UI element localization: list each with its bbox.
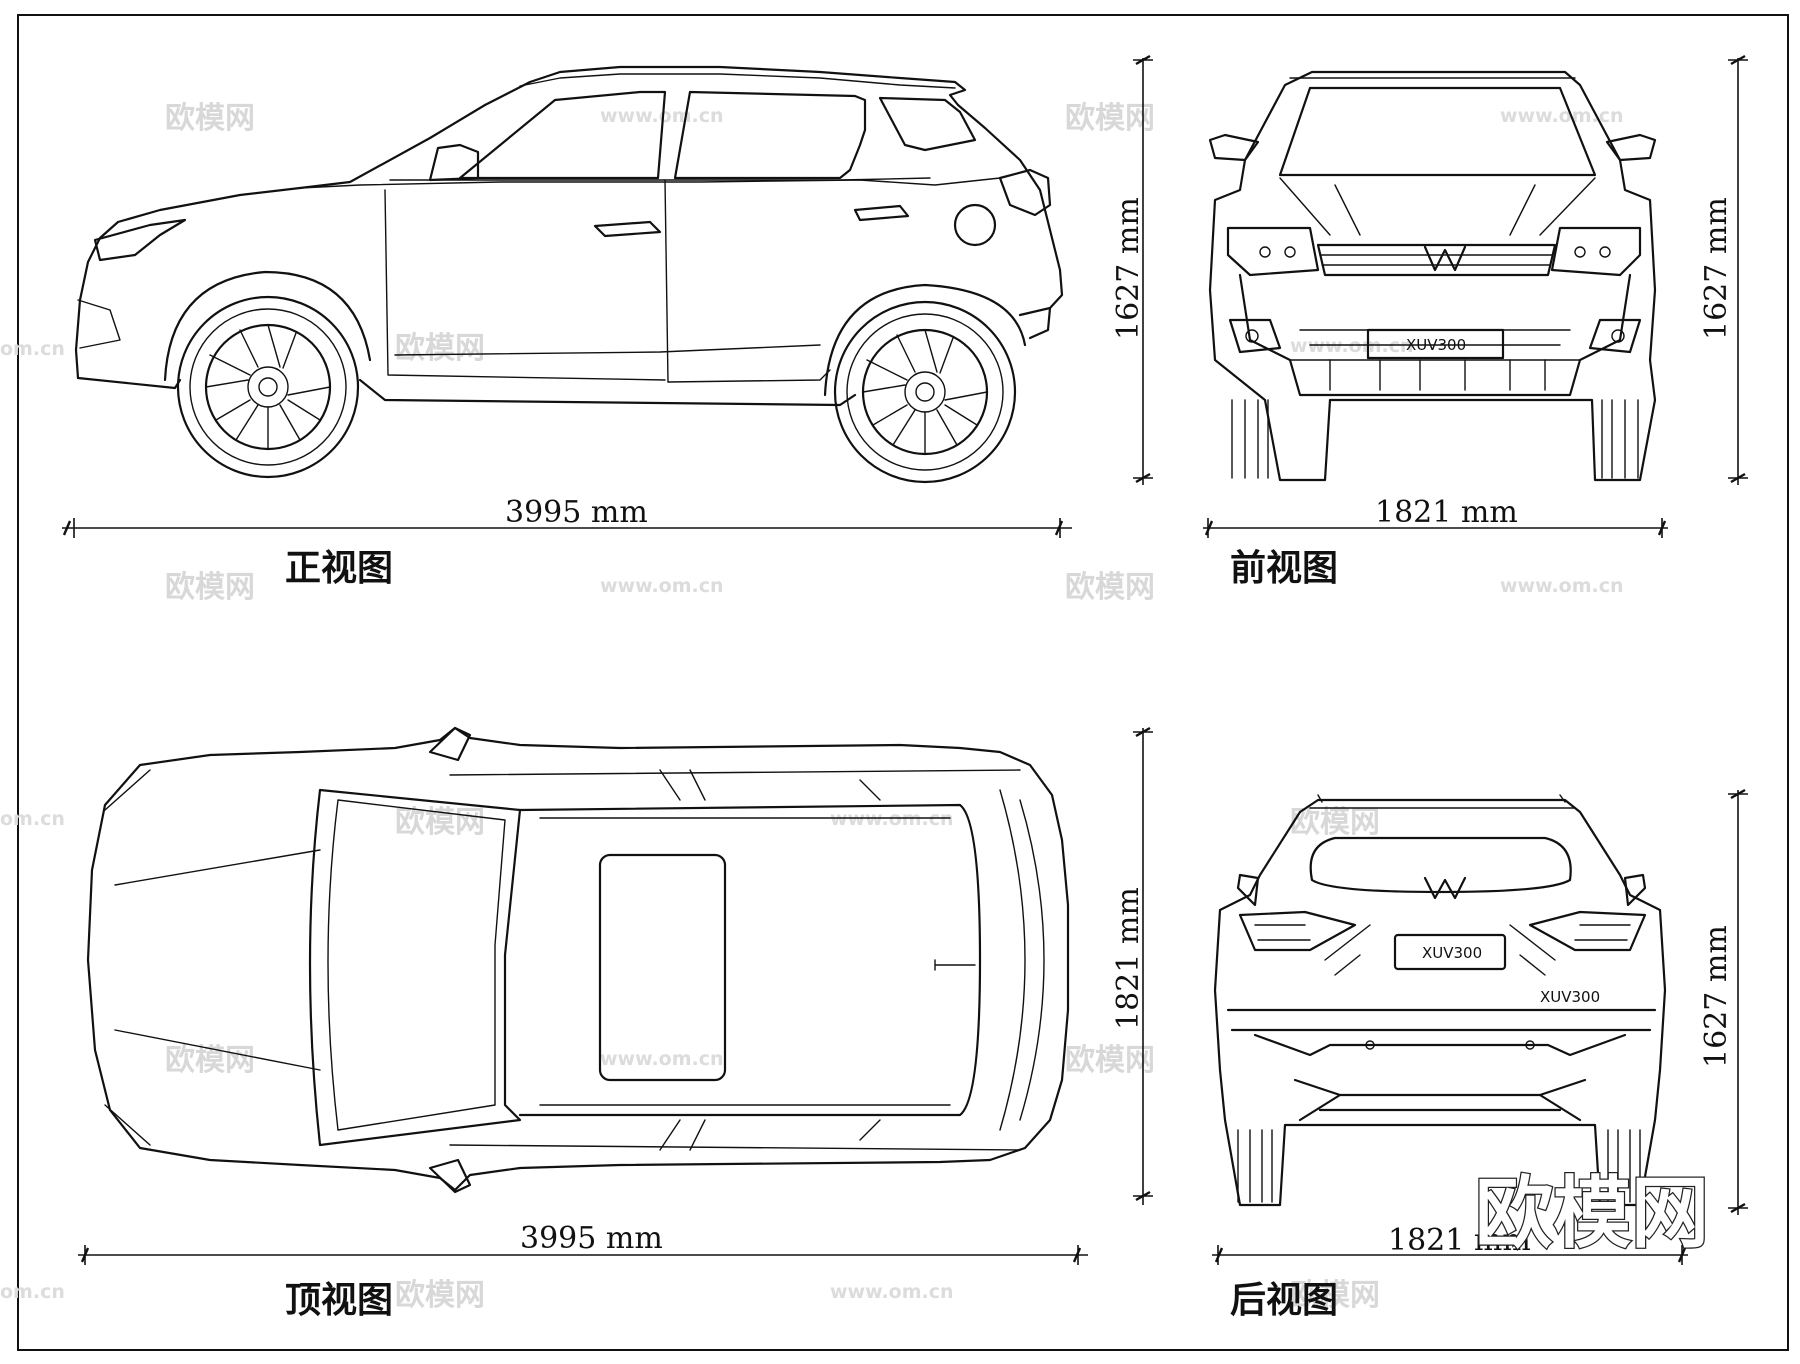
watermark-brand: 欧模网 — [1290, 805, 1380, 840]
front-height-dimension-left — [1133, 54, 1153, 485]
watermark-url: www.om.cn — [1500, 105, 1624, 127]
watermark-brand-large: 欧模网 — [1475, 1169, 1709, 1259]
watermark-layer: 欧模网 www.om.cn 欧模网 www.om.cn om.cn 欧模网 ww… — [0, 101, 1624, 1313]
top-length-dimension — [78, 1245, 1088, 1265]
watermark-brand: 欧模网 — [1290, 1278, 1380, 1313]
watermark-url: www.om.cn — [600, 105, 724, 127]
front-plate-text: XUV300 — [1406, 336, 1466, 354]
front-width-dimension — [1203, 518, 1668, 538]
rear-view-caption: 后视图 — [1230, 1280, 1338, 1321]
side-length-label: 3995 mm — [505, 495, 648, 530]
front-height-dimension-right — [1728, 54, 1748, 485]
watermark-brand: 欧模网 — [395, 805, 485, 840]
rear-view-drawing — [1213, 794, 1667, 1207]
top-length-label: 3995 mm — [520, 1221, 663, 1256]
side-view-caption: 正视图 — [285, 548, 393, 589]
watermark-url: www.om.cn — [830, 1281, 954, 1303]
watermark-url: www.om.cn — [830, 808, 954, 830]
drawing-frame — [17, 14, 1789, 1351]
watermark-brand: 欧模网 — [1065, 1043, 1155, 1078]
rear-plate-text: XUV300 — [1422, 944, 1482, 962]
watermark-brand: 欧模网 — [395, 331, 485, 366]
watermark-url: om.cn — [0, 808, 65, 830]
side-view-drawing — [74, 65, 1064, 484]
front-view-drawing — [1208, 70, 1657, 482]
rear-height-label: 1627 mm — [1699, 925, 1734, 1068]
watermark-url: www.om.cn — [1290, 335, 1414, 357]
watermark-brand: 欧模网 — [165, 570, 255, 605]
front-height-label-right: 1627 mm — [1699, 197, 1734, 340]
top-width-dimension — [1133, 726, 1153, 1205]
front-height-label-left: 1627 mm — [1111, 197, 1146, 340]
watermark-url: www.om.cn — [600, 575, 724, 597]
front-width-label: 1821 mm — [1375, 495, 1518, 530]
top-view-caption: 顶视图 — [285, 1280, 393, 1321]
watermark-brand: 欧模网 — [395, 1278, 485, 1313]
rear-width-dimension — [1212, 1245, 1688, 1265]
rear-badge-text: XUV300 — [1540, 988, 1600, 1006]
front-view-caption: 前视图 — [1230, 548, 1338, 589]
side-length-dimension — [62, 518, 1072, 538]
rear-height-dimension — [1728, 788, 1748, 1215]
top-view-drawing — [86, 726, 1070, 1194]
top-width-label: 1821 mm — [1111, 887, 1146, 1030]
watermark-brand: 欧模网 — [1065, 101, 1155, 136]
watermark-brand: 欧模网 — [165, 101, 255, 136]
watermark-url: www.om.cn — [600, 1048, 724, 1070]
watermark-url: www.om.cn — [1500, 575, 1624, 597]
rear-width-label: 1821 mm — [1388, 1223, 1531, 1258]
watermark-brand: 欧模网 — [1065, 570, 1155, 605]
watermark-url: om.cn — [0, 338, 65, 360]
watermark-url: om.cn — [0, 1281, 65, 1303]
